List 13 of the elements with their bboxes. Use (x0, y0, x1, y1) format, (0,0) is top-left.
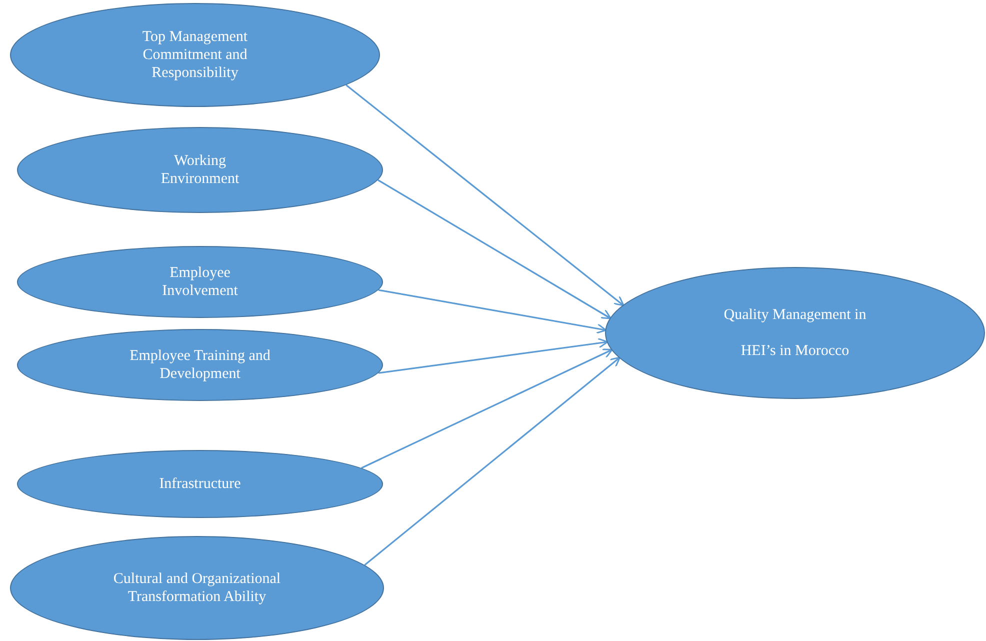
node-label: Infrastructure (158, 475, 242, 493)
arrow (364, 356, 621, 566)
node-label: Working Environment (160, 152, 240, 188)
node-label: Employee Training and Development (128, 347, 272, 383)
node-label: Quality Management in HEI’s in Morocco (722, 306, 868, 361)
arrow (378, 289, 607, 334)
arrow (346, 84, 624, 306)
arrow (361, 348, 613, 469)
node-label: Top Management Commitment and Responsibility (141, 28, 249, 82)
arrow (378, 179, 612, 320)
node-label: Cultural and Organizational Transformation Ability (112, 570, 282, 606)
arrow (378, 338, 608, 374)
node-label: Employee Involvement (161, 264, 239, 300)
